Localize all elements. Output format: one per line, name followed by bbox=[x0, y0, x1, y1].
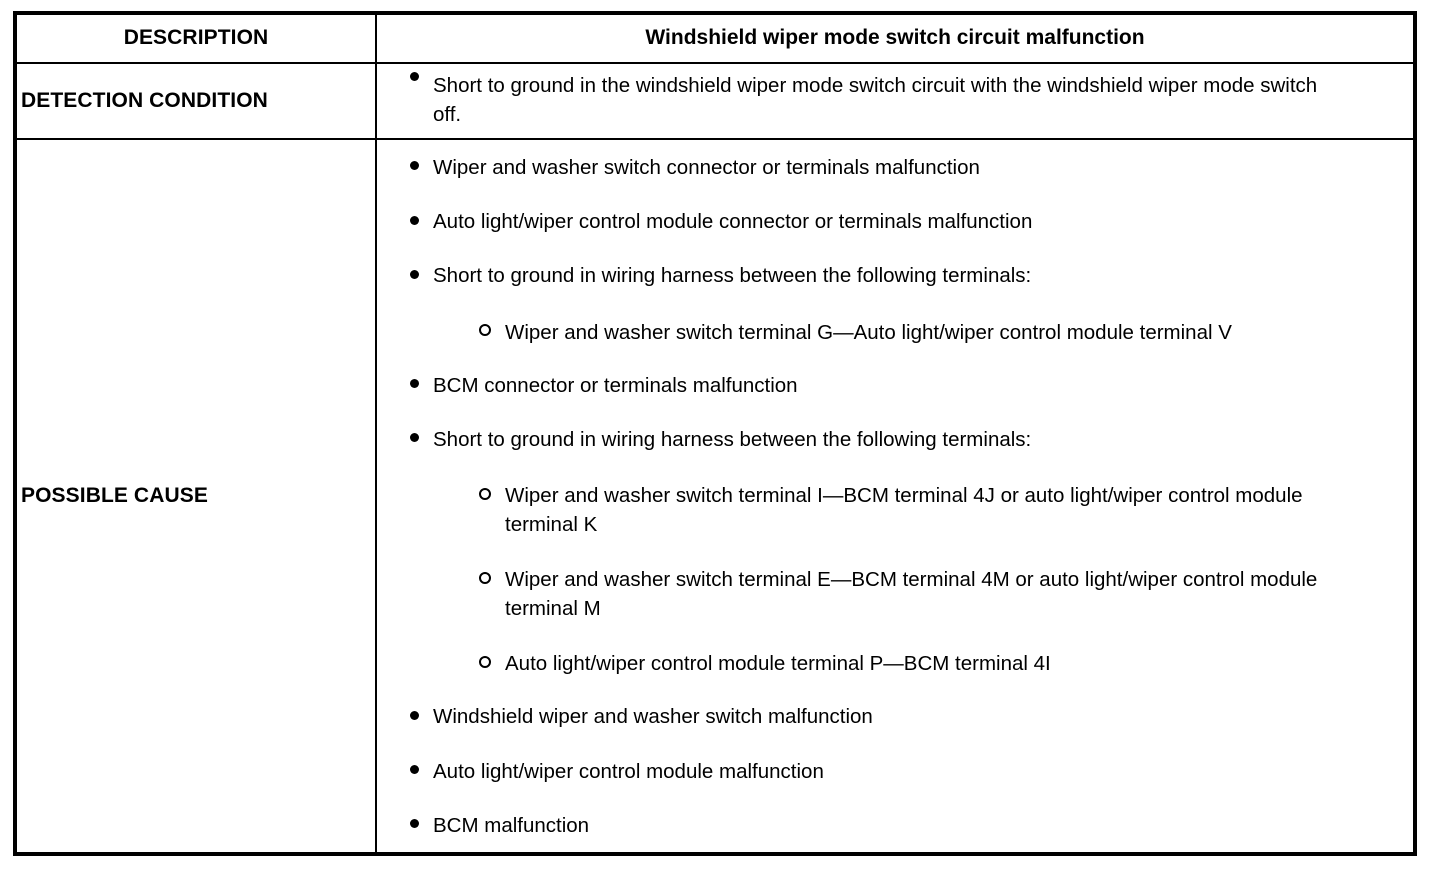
list-item-text: BCM malfunction bbox=[433, 813, 590, 837]
row-label-detection-condition: DETECTION CONDITION bbox=[14, 61, 377, 141]
hollow-circle-bullet-icon bbox=[478, 481, 492, 509]
solid-bullet-icon bbox=[407, 757, 421, 785]
sub-list-item-text: Wiper and washer switch terminal E—BCM t… bbox=[505, 568, 1318, 621]
list-item: BCM connector or terminals malfunction bbox=[377, 358, 1413, 412]
hollow-circle-bullet-icon bbox=[478, 565, 492, 593]
sub-list-item: Wiper and washer switch terminal G—Auto … bbox=[377, 303, 1413, 358]
solid-bullet-icon bbox=[407, 702, 421, 730]
sub-list-item-text: Wiper and washer switch terminal G—Auto … bbox=[505, 320, 1232, 344]
list-item: Auto light/wiper control module malfunct… bbox=[377, 744, 1413, 798]
row-label-description: DESCRIPTION bbox=[14, 12, 377, 64]
list-item: Short to ground in wiring harness betwee… bbox=[377, 412, 1413, 466]
row-label-detection-condition-text: DETECTION CONDITION bbox=[21, 89, 268, 113]
row-value-possible-cause: Wiper and washer switch connector or ter… bbox=[375, 138, 1416, 855]
list-item: Short to ground in the windshield wiper … bbox=[377, 64, 1413, 138]
solid-bullet-icon bbox=[407, 153, 421, 181]
solid-bullet-icon bbox=[407, 207, 421, 235]
list-item-text: BCM connector or terminals malfunction bbox=[433, 373, 798, 397]
detection-condition-list: Short to ground in the windshield wiper … bbox=[377, 64, 1413, 138]
solid-bullet-icon bbox=[407, 425, 421, 453]
solid-bullet-icon bbox=[407, 261, 421, 289]
list-item: Windshield wiper and washer switch malfu… bbox=[377, 689, 1413, 743]
list-item: Short to ground in wiring harness betwee… bbox=[377, 248, 1413, 302]
sub-list: Wiper and washer switch terminal G—Auto … bbox=[377, 303, 1413, 358]
solid-bullet-icon bbox=[407, 811, 421, 839]
solid-bullet-icon bbox=[407, 64, 421, 92]
list-item: Wiper and washer switch connector or ter… bbox=[377, 140, 1413, 194]
list-item-text: Auto light/wiper control module malfunct… bbox=[433, 759, 824, 783]
row-label-possible-cause-text: POSSIBLE CAUSE bbox=[21, 483, 208, 507]
possible-cause-list: Wiper and washer switch connector or ter… bbox=[377, 140, 1413, 852]
solid-bullet-icon bbox=[407, 371, 421, 399]
table-row-possible-cause: POSSIBLE CAUSE Wiper and washer switch c… bbox=[14, 138, 1416, 855]
list-item-text: Short to ground in the windshield wiper … bbox=[433, 74, 1318, 127]
row-value-description: Windshield wiper mode switch circuit mal… bbox=[375, 12, 1416, 64]
sub-list-item: Auto light/wiper control module terminal… bbox=[377, 634, 1413, 689]
sub-list: Wiper and washer switch terminal I—BCM t… bbox=[377, 466, 1413, 690]
list-item: BCM malfunction bbox=[377, 798, 1413, 852]
list-item-sublist-container: Wiper and washer switch terminal I—BCM t… bbox=[377, 466, 1413, 690]
list-item-text: Short to ground in wiring harness betwee… bbox=[433, 427, 1032, 451]
list-item-text: Auto light/wiper control module connecto… bbox=[433, 210, 1033, 234]
dtc-diagnostic-table: DESCRIPTION Windshield wiper mode switch… bbox=[13, 11, 1417, 856]
sub-list-item-text: Wiper and washer switch terminal I—BCM t… bbox=[505, 483, 1303, 536]
row-value-detection-condition: Short to ground in the windshield wiper … bbox=[375, 61, 1416, 141]
sub-list-item-text: Auto light/wiper control module terminal… bbox=[505, 652, 1051, 676]
list-item-text: Windshield wiper and washer switch malfu… bbox=[433, 705, 873, 729]
hollow-circle-bullet-icon bbox=[478, 318, 492, 346]
table-row-description: DESCRIPTION Windshield wiper mode switch… bbox=[14, 12, 1416, 64]
row-label-possible-cause: POSSIBLE CAUSE bbox=[14, 138, 377, 855]
sub-list-item: Wiper and washer switch terminal I—BCM t… bbox=[377, 466, 1413, 550]
list-item-sublist-container: Wiper and washer switch terminal G—Auto … bbox=[377, 303, 1413, 358]
list-item: Auto light/wiper control module connecto… bbox=[377, 194, 1413, 248]
list-item-text: Short to ground in wiring harness betwee… bbox=[433, 264, 1032, 288]
hollow-circle-bullet-icon bbox=[478, 649, 492, 677]
list-item-text: Wiper and washer switch connector or ter… bbox=[433, 156, 980, 180]
sub-list-item: Wiper and washer switch terminal E—BCM t… bbox=[377, 550, 1413, 634]
table-row-detection-condition: DETECTION CONDITION Short to ground in t… bbox=[14, 61, 1416, 141]
